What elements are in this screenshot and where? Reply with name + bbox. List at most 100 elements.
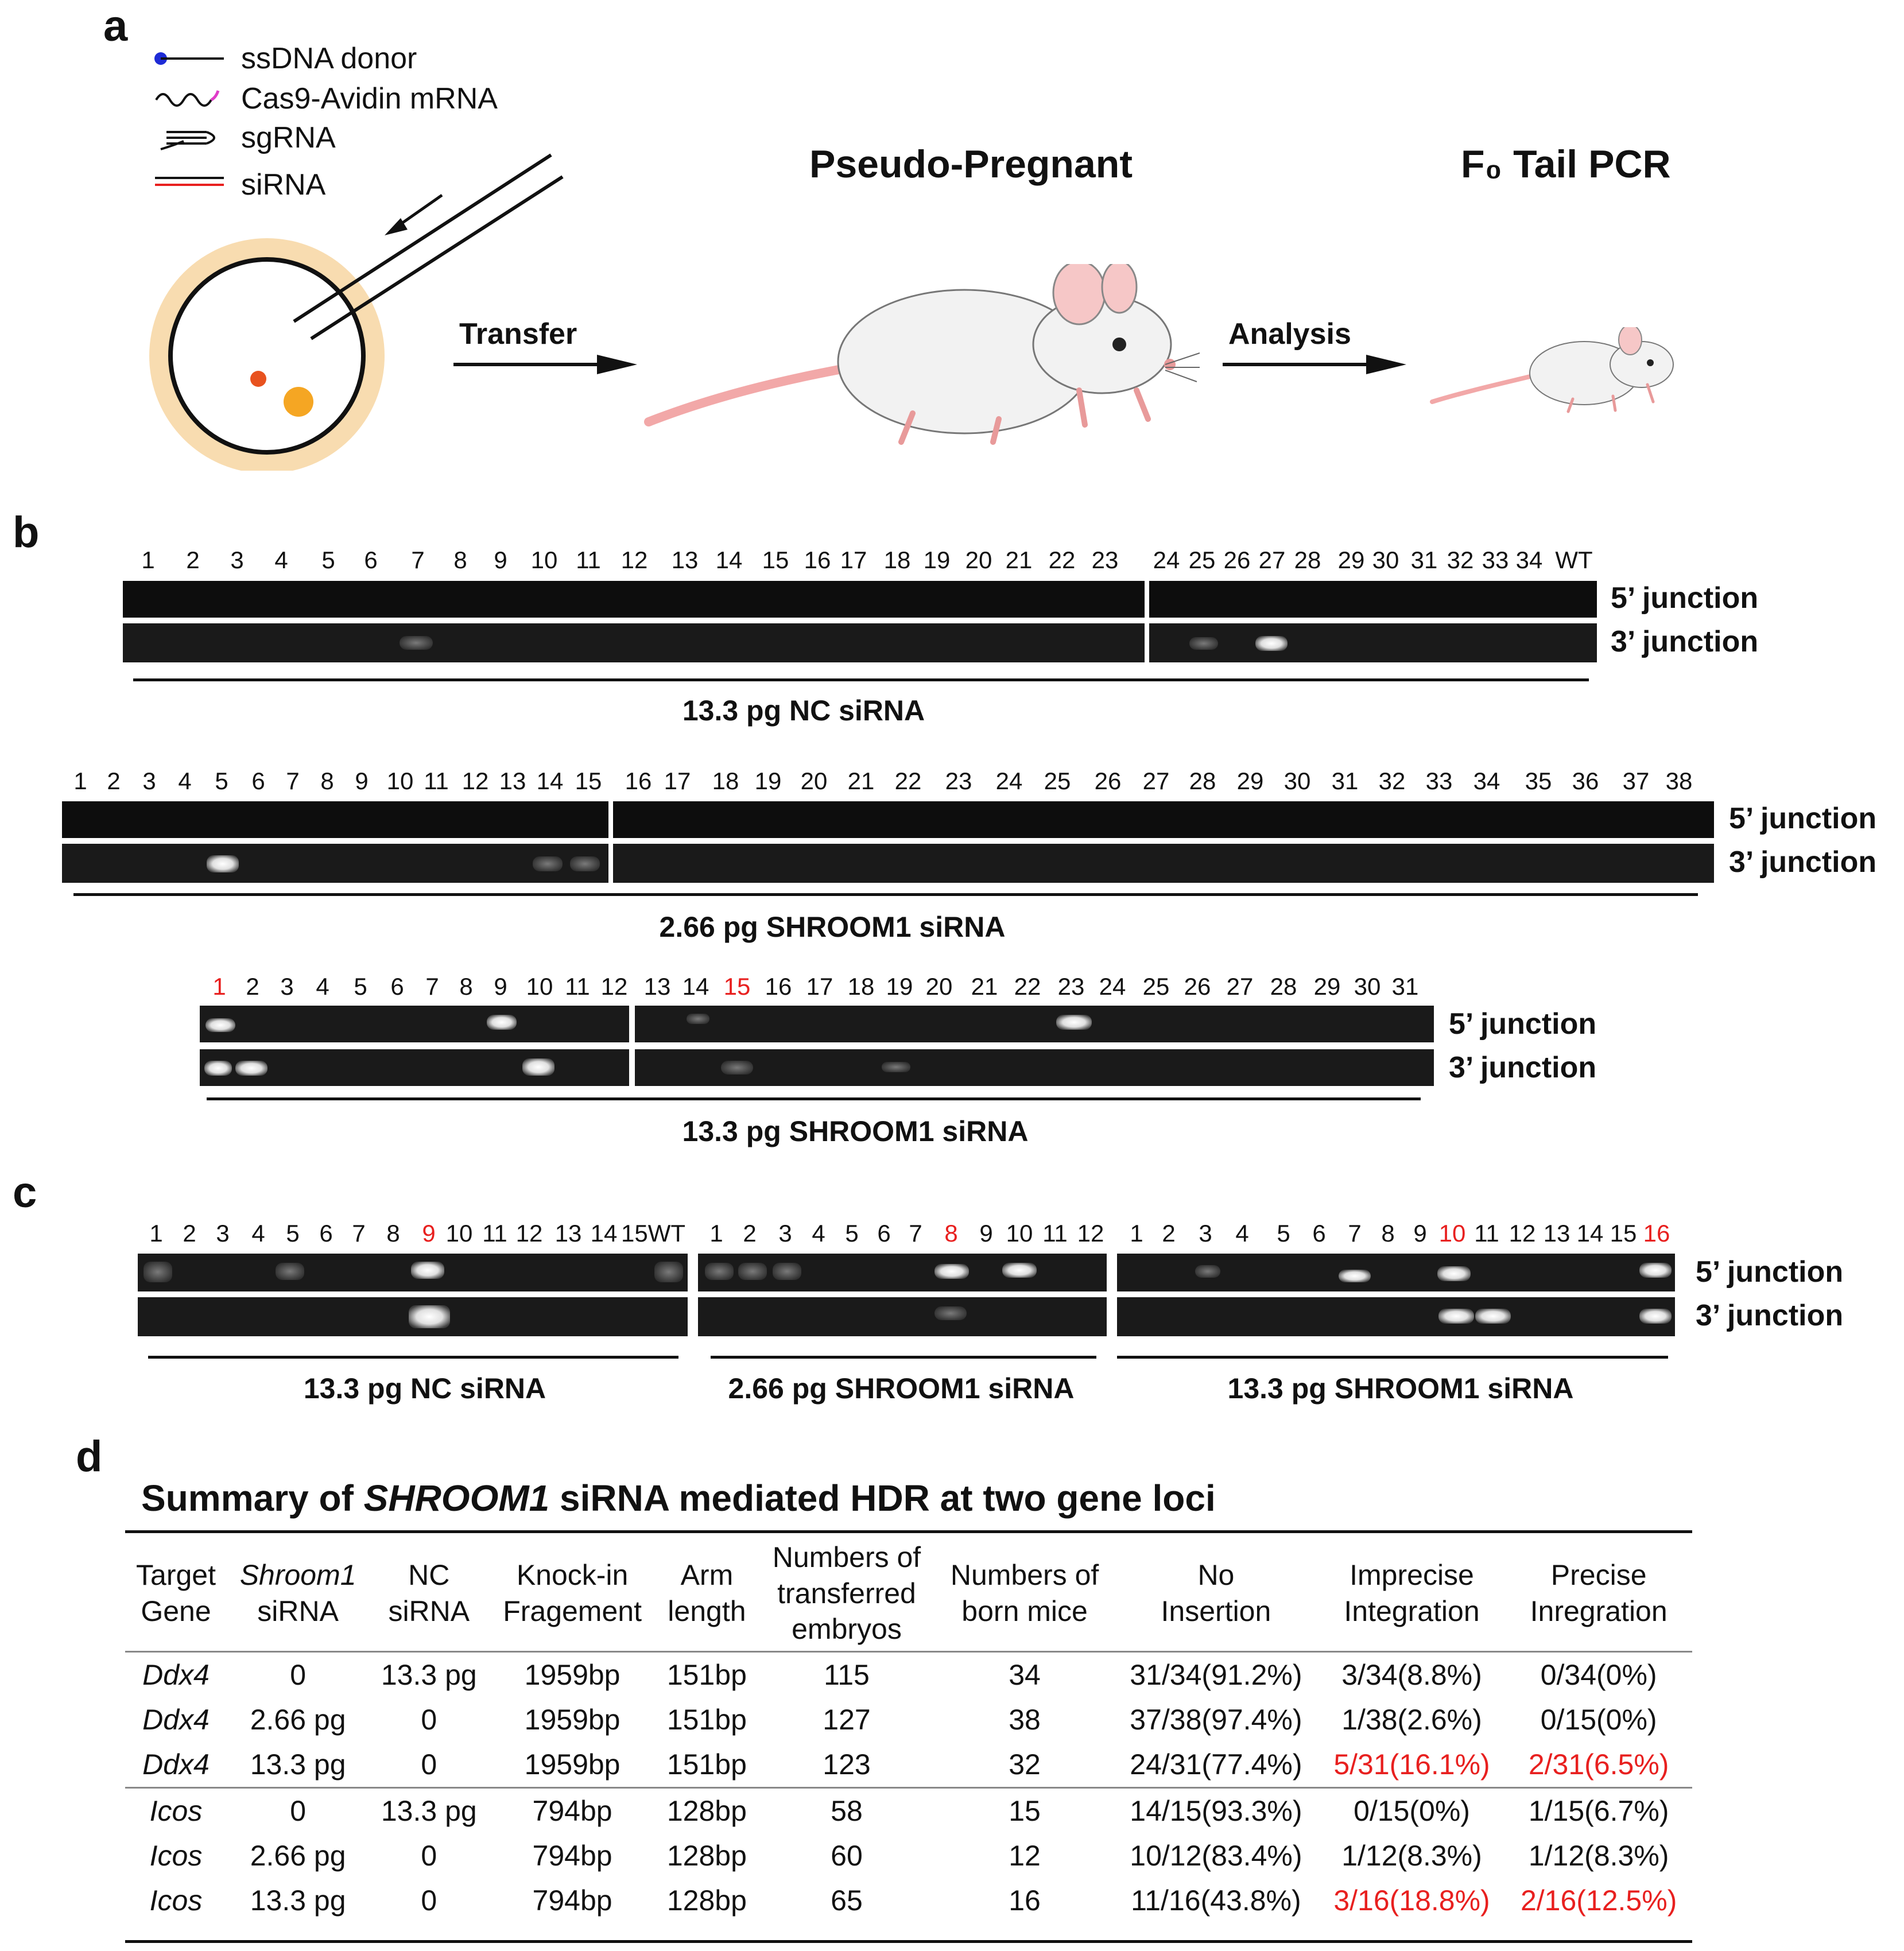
gel-band xyxy=(721,1061,753,1075)
lane-label: 38 xyxy=(1665,767,1693,794)
c-group1-label: 13.3 pg NC siRNA xyxy=(303,1372,546,1405)
f0-mouse xyxy=(1430,327,1674,413)
panel-letter-b: b xyxy=(13,508,40,557)
summary-title: Summary of SHROOM1 siRNA mediated HDR at… xyxy=(141,1477,1216,1519)
lane-label: 31 xyxy=(1331,767,1359,794)
b-group1-gel-3prime-left xyxy=(123,623,1145,662)
lane-label: 10 xyxy=(530,546,558,573)
lane-label: 28 xyxy=(1189,767,1216,794)
lane-label: 17 xyxy=(806,973,833,1000)
b-group3-3prime-label: 3’ junction xyxy=(1449,1051,1597,1084)
lane-label: 7 xyxy=(352,1220,366,1247)
gel-band xyxy=(1195,1265,1220,1278)
lane-label: 13 xyxy=(671,546,699,573)
lane-label: 23 xyxy=(1057,973,1085,1000)
injection-arrow xyxy=(395,193,443,229)
gel-band xyxy=(411,1262,444,1279)
gel-band xyxy=(882,1062,910,1072)
lane-label: 3 xyxy=(142,767,156,794)
lane-label: 12 xyxy=(1509,1220,1536,1247)
lane-label: 5 xyxy=(1277,1220,1290,1247)
lane-label: 15WT xyxy=(621,1220,686,1247)
lane-label: 16 xyxy=(765,973,792,1000)
gel-band xyxy=(934,1264,969,1279)
lane-label: 30 xyxy=(1354,973,1381,1000)
lane-label: 9 xyxy=(1413,1220,1427,1247)
lane-label: 21 xyxy=(971,973,998,1000)
lane-label: 1 xyxy=(212,973,226,1000)
gel-band xyxy=(276,1263,304,1280)
lane-label: 5 xyxy=(321,546,335,573)
lane-label: 20 xyxy=(800,767,828,794)
embryo-cell xyxy=(168,257,366,455)
c-group3-underline xyxy=(1117,1356,1668,1359)
gel-band xyxy=(570,856,600,871)
lane-label: 29 xyxy=(1236,767,1264,794)
lane-label: 2 xyxy=(183,1220,196,1247)
lane-label: 26 xyxy=(1094,767,1122,794)
gel-band xyxy=(400,636,433,650)
lane-label: 34 xyxy=(1473,767,1500,794)
lane-label: 20 xyxy=(925,973,953,1000)
gel-band xyxy=(1056,1015,1092,1030)
legend-sgrna: sgRNA xyxy=(241,121,336,154)
lane-label: 9 xyxy=(979,1220,993,1247)
gel-band xyxy=(1475,1309,1511,1324)
b-group1-label: 13.3 pg NC siRNA xyxy=(682,695,925,727)
lane-label: 9 xyxy=(422,1220,436,1247)
lane-label: 11 xyxy=(565,973,590,1000)
lane-label: 28 xyxy=(1294,546,1321,573)
lane-label: 23 xyxy=(945,767,972,794)
c-group1-underline xyxy=(148,1356,678,1359)
panel-letter-a: a xyxy=(103,2,128,51)
gel-band xyxy=(934,1306,967,1320)
lane-label: 33 xyxy=(1482,546,1509,573)
c-group2-underline xyxy=(711,1356,1096,1359)
lane-label: 20 xyxy=(965,546,992,573)
lane-label: 22 xyxy=(894,767,922,794)
lane-label: 8 xyxy=(459,973,473,1000)
lane-label: WT xyxy=(1555,546,1593,573)
gel-band xyxy=(487,1015,517,1030)
lane-label: 11 xyxy=(424,767,449,794)
b-group3-gel-5prime-left xyxy=(200,1006,629,1042)
lane-label: 14 xyxy=(536,767,564,794)
gel-band xyxy=(1639,1263,1672,1278)
b-group3-gel-3prime-left xyxy=(200,1049,629,1086)
legend-sirna: siRNA xyxy=(241,168,326,201)
c-group1-gel-3prime xyxy=(138,1297,688,1336)
gel-band xyxy=(409,1305,450,1328)
lane-label: 10 xyxy=(1006,1220,1033,1247)
lane-label: 4 xyxy=(1235,1220,1249,1247)
lane-label: 19 xyxy=(754,767,782,794)
lane-label: 5 xyxy=(354,973,367,1000)
lane-label: 32 xyxy=(1378,767,1406,794)
gel-band xyxy=(654,1262,683,1282)
gel-band xyxy=(204,1061,232,1076)
lane-label: 13 xyxy=(499,767,526,794)
lane-label: 1 xyxy=(709,1220,723,1247)
lane-label: 10 xyxy=(1438,1220,1466,1247)
b-group2-5prime-label: 5’ junction xyxy=(1729,802,1877,835)
lane-label: 32 xyxy=(1447,546,1474,573)
gel-band xyxy=(738,1263,767,1280)
b-group3-gel-5prime-right xyxy=(635,1006,1434,1042)
lane-label: 8 xyxy=(386,1220,400,1247)
lane-label: 26 xyxy=(1223,546,1251,573)
pronucleus-small xyxy=(250,371,266,387)
lane-label: 8 xyxy=(944,1220,958,1247)
lane-label: 7 xyxy=(286,767,300,794)
lane-label: 2 xyxy=(186,546,200,573)
lane-label: 12 xyxy=(515,1220,543,1247)
gel-band xyxy=(773,1263,801,1280)
lane-label: 29 xyxy=(1313,973,1341,1000)
lane-label: 24 xyxy=(1099,973,1126,1000)
gel-band xyxy=(235,1061,267,1076)
panel-letter-c: c xyxy=(13,1168,37,1217)
